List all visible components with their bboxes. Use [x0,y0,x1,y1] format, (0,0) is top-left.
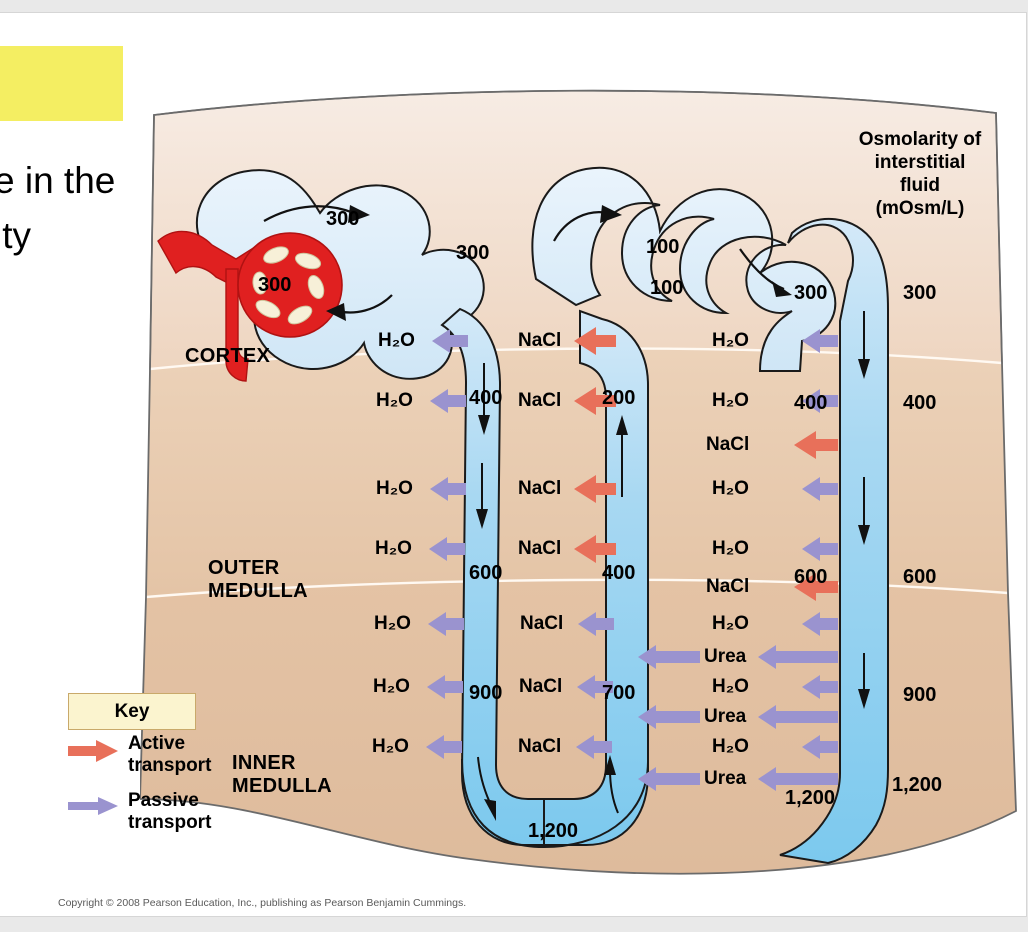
urea-transport-arrows [638,645,838,791]
slide-title-text: e in the ity [0,153,144,263]
interstitial-osmolarity-600: 600 [903,566,937,588]
flow-direction-arrows [263,205,870,821]
ascending-limb-value-400: 400 [602,562,636,584]
collecting-duct-transport-arrows [794,329,838,759]
descending-h2o-label-7: H₂O [372,736,409,757]
zone-label-inner-medulla-line-2: MEDULLA [232,775,332,797]
interstitial-osmolarity-400: 400 [903,392,937,414]
ascending-limb-value-200: 200 [602,387,636,409]
collecting-h2o-label-4: H₂O [712,538,749,559]
descending-limb-value-900: 900 [469,682,503,704]
ascending-nacl-label-2: NaCl [518,390,562,411]
zone-label-inner-medulla-line-1: INNER [232,752,296,774]
ascending-limb-value-700: 700 [602,682,636,704]
glomerulus-value: 300 [258,274,292,296]
copyright-notice: Copyright © 2008 Pearson Education, Inc.… [58,897,467,909]
key-passive-transport-arrow [68,797,118,815]
descending-limb-value-400: 400 [469,387,503,409]
distal-tubule-value-100-upper: 100 [646,236,680,258]
osmolarity-header-line-1: Osmolarity of [858,129,982,150]
ascending-nacl-label-5: NaCl [520,613,564,634]
slide-title-line-2: ity [0,215,31,256]
distal-tubule-value-100-lower: 100 [650,277,684,299]
osmolarity-header-line-2: interstitial [874,152,966,173]
urea-label-1: Urea [704,646,747,667]
key-active-transport-arrow [68,740,118,762]
collecting-h2o-label-6: H₂O [712,676,749,697]
descending-h2o-label-2: H₂O [376,390,413,411]
yellow-highlight-box [0,46,123,121]
collecting-h2o-label-7: H₂O [712,736,749,757]
slide-title-line-1: e in the [0,160,116,201]
proximal-tubule-value: 300 [456,242,490,264]
osmolarity-header-line-3: fluid [899,175,941,196]
collecting-h2o-label-2: H₂O [712,390,749,411]
zone-label-cortex: CORTEX [185,345,271,367]
descending-limb-value-600: 600 [469,562,503,584]
collecting-duct-value-300: 300 [794,282,828,304]
collecting-nacl-label-1: NaCl [706,434,750,455]
descending-h2o-label-4: H₂O [375,538,412,559]
nephron-diagram: Osmolarity of interstitial fluid (mOsm/L… [68,73,1020,883]
zone-label-outer-medulla-line-2: MEDULLA [208,580,308,602]
urea-label-3: Urea [704,768,747,789]
slide-page: e in the ity [0,12,1027,917]
ascending-nacl-label-7: NaCl [518,736,562,757]
ascending-nacl-label-4: NaCl [518,538,562,559]
descending-h2o-label-1: H₂O [378,330,415,351]
ascending-limb-transport-arrows [574,327,616,759]
descending-h2o-label-6: H₂O [373,676,410,697]
distal-tubule [531,166,837,372]
bowmans-capsule-value: 300 [326,208,360,230]
osmolarity-column-header: Osmolarity of interstitial fluid (mOsm/L… [840,128,1000,220]
collecting-duct [779,217,889,865]
collecting-h2o-label-5: H₂O [712,613,749,634]
collecting-h2o-label-1: H₂O [712,330,749,351]
collecting-duct-value-1200: 1,200 [785,787,836,809]
nephron-svg [140,89,1017,875]
loop-bottom-value-1200: 1,200 [528,820,579,842]
interstitial-osmolarity-900: 900 [903,684,937,706]
interstitial-osmolarity-1200: 1,200 [892,774,943,796]
descending-limb-transport-arrows [426,329,468,759]
ascending-nacl-label-3: NaCl [518,478,562,499]
collecting-h2o-label-3: H₂O [712,478,749,499]
key-passive-transport-label: Passive transport [128,790,212,833]
glomerulus-and-arterioles [157,230,343,382]
ascending-nacl-label-1: NaCl [518,330,562,351]
key-active-transport-label: Active transport [128,733,212,776]
collecting-nacl-label-2: NaCl [706,576,750,597]
osmolarity-header-line-4: (mOsm/L) [875,198,965,219]
urea-label-2: Urea [704,706,747,727]
descending-h2o-label-5: H₂O [374,613,411,634]
collecting-duct-value-600: 600 [794,566,828,588]
interstitial-osmolarity-300: 300 [903,282,937,304]
ascending-nacl-label-6: NaCl [519,676,563,697]
zone-label-outer-medulla-line-1: OUTER [208,557,280,579]
collecting-duct-value-400: 400 [794,392,828,414]
key-title-box: Key [68,693,196,730]
descending-h2o-label-3: H₂O [376,478,413,499]
